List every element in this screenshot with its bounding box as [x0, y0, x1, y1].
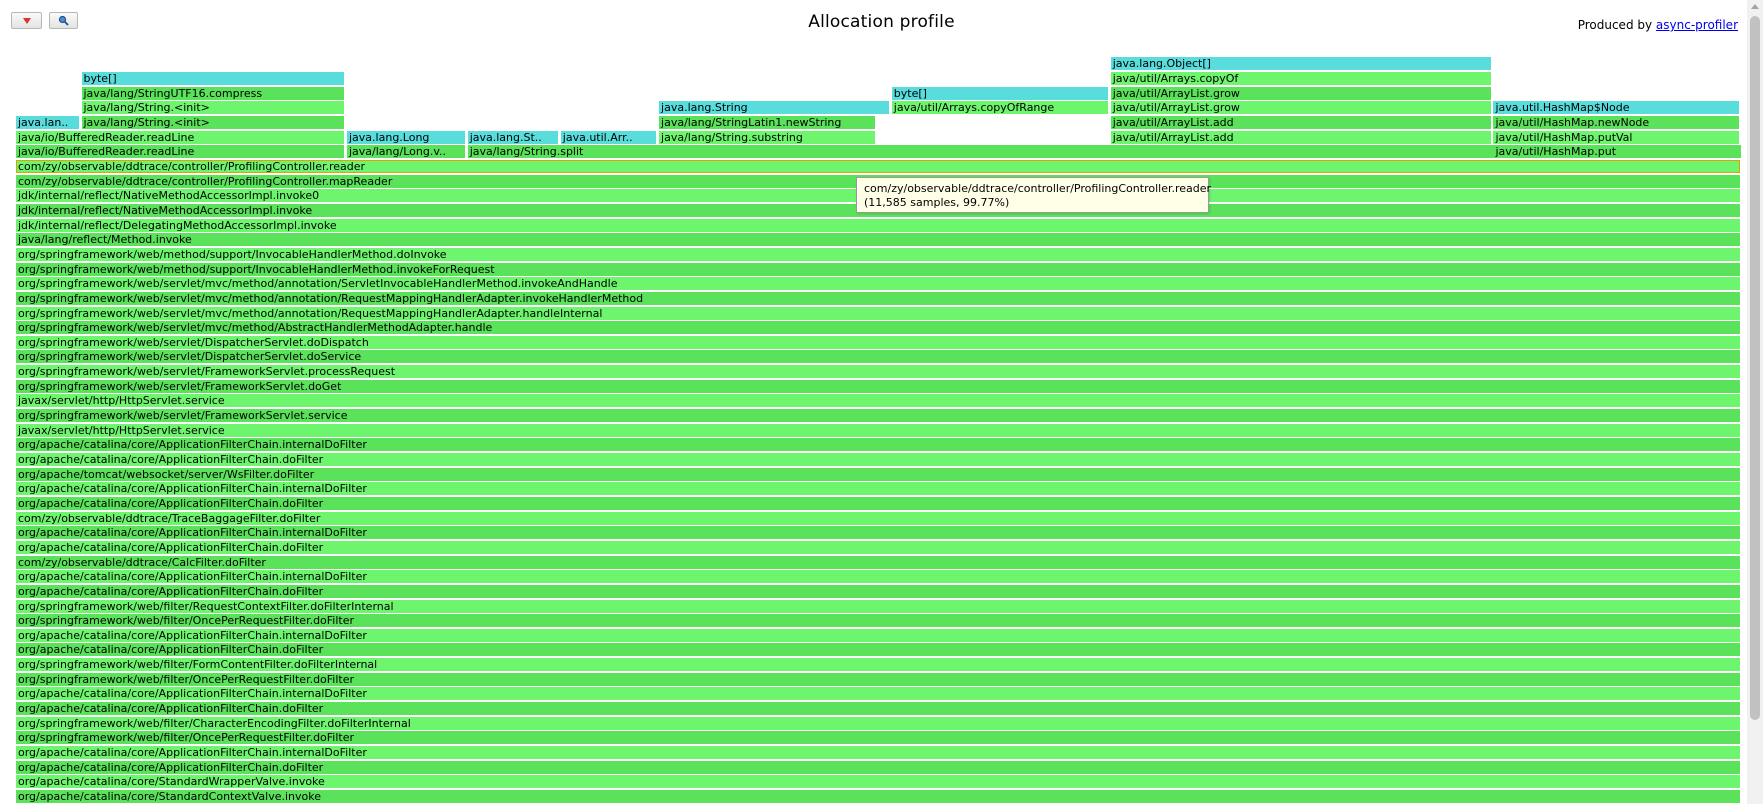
- frame-top-12[interactable]: java/lang/String.substring: [659, 130, 876, 144]
- frame-stack-15[interactable]: org/springframework/web/servlet/Framewor…: [16, 379, 1740, 393]
- frame-stack-28[interactable]: org/apache/catalina/core/ApplicationFilt…: [16, 570, 1740, 584]
- frame-stack-9[interactable]: org/springframework/web/servlet/mvc/meth…: [16, 291, 1740, 305]
- frame-stack-35[interactable]: org/springframework/web/filter/OncePerRe…: [16, 672, 1740, 686]
- frame-top-20[interactable]: java/util/ArrayList.grow: [1110, 86, 1491, 100]
- frame-stack-14[interactable]: org/springframework/web/servlet/Framewor…: [16, 365, 1740, 379]
- frame-top-11[interactable]: java.util.Arr..: [560, 130, 657, 144]
- frame-top-4[interactable]: java/lang/String.<init>: [81, 101, 345, 115]
- magnifier-icon: [58, 15, 69, 26]
- frame-top-23[interactable]: java/util/HashMap.put: [1493, 145, 1739, 159]
- frame-top-8[interactable]: java.lang.Long: [347, 130, 465, 144]
- reverse-button[interactable]: [11, 12, 42, 29]
- frame-stack-12[interactable]: org/springframework/web/servlet/Dispatch…: [16, 335, 1740, 349]
- frame-stack-38[interactable]: org/springframework/web/filter/Character…: [16, 716, 1740, 730]
- frame-stack-13[interactable]: org/springframework/web/servlet/Dispatch…: [16, 350, 1740, 364]
- frame-top-9[interactable]: java/lang/String.split: [467, 145, 1741, 159]
- frame-top-13[interactable]: java/lang/StringLatin1.newString: [659, 116, 876, 130]
- frame-top-10[interactable]: java.lang.St..: [467, 130, 559, 144]
- frame-stack-39[interactable]: org/springframework/web/filter/OncePerRe…: [16, 731, 1740, 745]
- frame-stack-27[interactable]: com/zy/observable/ddtrace/CalcFilter.doF…: [16, 555, 1740, 569]
- frame-top-3[interactable]: java/lang/String.<init>: [81, 116, 345, 130]
- frame-stack-10[interactable]: org/springframework/web/servlet/mvc/meth…: [16, 306, 1740, 320]
- frame-stack-18[interactable]: javax/servlet/http/HttpServlet.service: [16, 423, 1740, 437]
- frame-stack-20[interactable]: org/apache/catalina/core/ApplicationFilt…: [16, 453, 1740, 466]
- frame-stack-30[interactable]: org/springframework/web/filter/RequestCo…: [16, 599, 1740, 613]
- frame-top-2[interactable]: java.lan..: [16, 116, 79, 130]
- frame-stack-26[interactable]: org/apache/catalina/core/ApplicationFilt…: [16, 540, 1740, 554]
- frame-stack-32[interactable]: org/apache/catalina/core/ApplicationFilt…: [16, 628, 1740, 642]
- frame-top-16[interactable]: byte[]: [891, 86, 1108, 100]
- frame-stack-5[interactable]: java/lang/reflect/Method.invoke: [16, 233, 1740, 247]
- frame-stack-11[interactable]: org/springframework/web/servlet/mvc/meth…: [16, 321, 1740, 335]
- vertical-scrollbar[interactable]: [1747, 0, 1763, 804]
- tooltip-frame-stats: (11,585 samples, 99.77%): [864, 196, 1010, 209]
- frame-top-25[interactable]: java/util/HashMap.newNode: [1493, 116, 1739, 130]
- triangle-down-icon: [22, 17, 31, 24]
- frame-top-14[interactable]: java.lang.String: [659, 101, 890, 115]
- frame-stack-25[interactable]: org/apache/catalina/core/ApplicationFilt…: [16, 526, 1740, 540]
- frame-stack-16[interactable]: javax/servlet/http/HttpServlet.service: [16, 394, 1740, 408]
- frame-top-1[interactable]: java/io/BufferedReader.readLine: [16, 130, 345, 144]
- frame-stack-31[interactable]: org/springframework/web/filter/OncePerRe…: [16, 614, 1740, 628]
- frame-stack-0[interactable]: com/zy/observable/ddtrace/controller/Pro…: [16, 160, 1740, 173]
- frame-top-0[interactable]: java/io/BufferedReader.readLine: [16, 145, 345, 159]
- frame-stack-29[interactable]: org/apache/catalina/core/ApplicationFilt…: [16, 584, 1740, 598]
- frame-stack-8[interactable]: org/springframework/web/servlet/mvc/meth…: [16, 277, 1740, 291]
- frame-top-6[interactable]: byte[]: [81, 72, 345, 86]
- frame-top-26[interactable]: java.util.HashMap$Node: [1493, 101, 1739, 115]
- frame-top-22[interactable]: java.lang.Object[]: [1110, 57, 1491, 71]
- frame-top-15[interactable]: java/util/Arrays.copyOfRange: [891, 101, 1108, 115]
- frame-stack-37[interactable]: org/apache/catalina/core/ApplicationFilt…: [16, 702, 1740, 716]
- tooltip-frame-name: com/zy/observable/ddtrace/controller/Pro…: [864, 182, 1212, 195]
- frame-stack-7[interactable]: org/springframework/web/method/support/I…: [16, 262, 1740, 276]
- frame-stack-6[interactable]: org/springframework/web/method/support/I…: [16, 247, 1740, 261]
- search-button[interactable]: [49, 12, 78, 29]
- frame-top-19[interactable]: java/util/ArrayList.grow: [1110, 101, 1491, 115]
- frame-stack-17[interactable]: org/springframework/web/servlet/Framewor…: [16, 409, 1740, 423]
- async-profiler-link[interactable]: async-profiler: [1655, 18, 1738, 32]
- page-title: Allocation profile: [808, 12, 955, 32]
- frame-stack-21[interactable]: org/apache/tomcat/websocket/server/WsFil…: [16, 467, 1740, 481]
- frame-top-17[interactable]: java/util/ArrayList.add: [1110, 130, 1491, 144]
- scroll-up-arrow-icon[interactable]: [1751, 4, 1759, 9]
- frame-stack-23[interactable]: org/apache/catalina/core/ApplicationFilt…: [16, 496, 1740, 510]
- frame-stack-4[interactable]: jdk/internal/reflect/DelegatingMethodAcc…: [16, 218, 1740, 232]
- frame-top-18[interactable]: java/util/ArrayList.add: [1110, 116, 1491, 130]
- frame-stack-24[interactable]: com/zy/observable/ddtrace/TraceBaggageFi…: [16, 511, 1740, 525]
- frame-stack-19[interactable]: org/apache/catalina/core/ApplicationFilt…: [16, 438, 1740, 452]
- scrollbar-thumb[interactable]: [1750, 16, 1760, 720]
- frame-top-5[interactable]: java/lang/StringUTF16.compress: [81, 86, 345, 100]
- frame-stack-42[interactable]: org/apache/catalina/core/StandardWrapper…: [16, 775, 1740, 789]
- frame-stack-40[interactable]: org/apache/catalina/core/ApplicationFilt…: [16, 746, 1740, 759]
- frame-stack-41[interactable]: org/apache/catalina/core/ApplicationFilt…: [16, 760, 1740, 774]
- frame-top-24[interactable]: java/util/HashMap.putVal: [1493, 130, 1739, 144]
- frame-top-21[interactable]: java/util/Arrays.copyOf: [1110, 72, 1491, 86]
- frame-stack-34[interactable]: org/springframework/web/filter/FormConte…: [16, 658, 1740, 672]
- frame-stack-36[interactable]: org/apache/catalina/core/ApplicationFilt…: [16, 687, 1740, 701]
- frame-top-7[interactable]: java/lang/Long.v..: [347, 145, 465, 159]
- frame-stack-43[interactable]: org/apache/catalina/core/StandardContext…: [16, 789, 1740, 803]
- frame-tooltip: com/zy/observable/ddtrace/controller/Pro…: [856, 177, 1212, 213]
- produced-by-label: Produced by: [1577, 18, 1656, 32]
- produced-by: Produced by async-profiler: [1578, 18, 1738, 32]
- frame-stack-33[interactable]: org/apache/catalina/core/ApplicationFilt…: [16, 643, 1740, 657]
- frame-stack-22[interactable]: org/apache/catalina/core/ApplicationFilt…: [16, 482, 1740, 496]
